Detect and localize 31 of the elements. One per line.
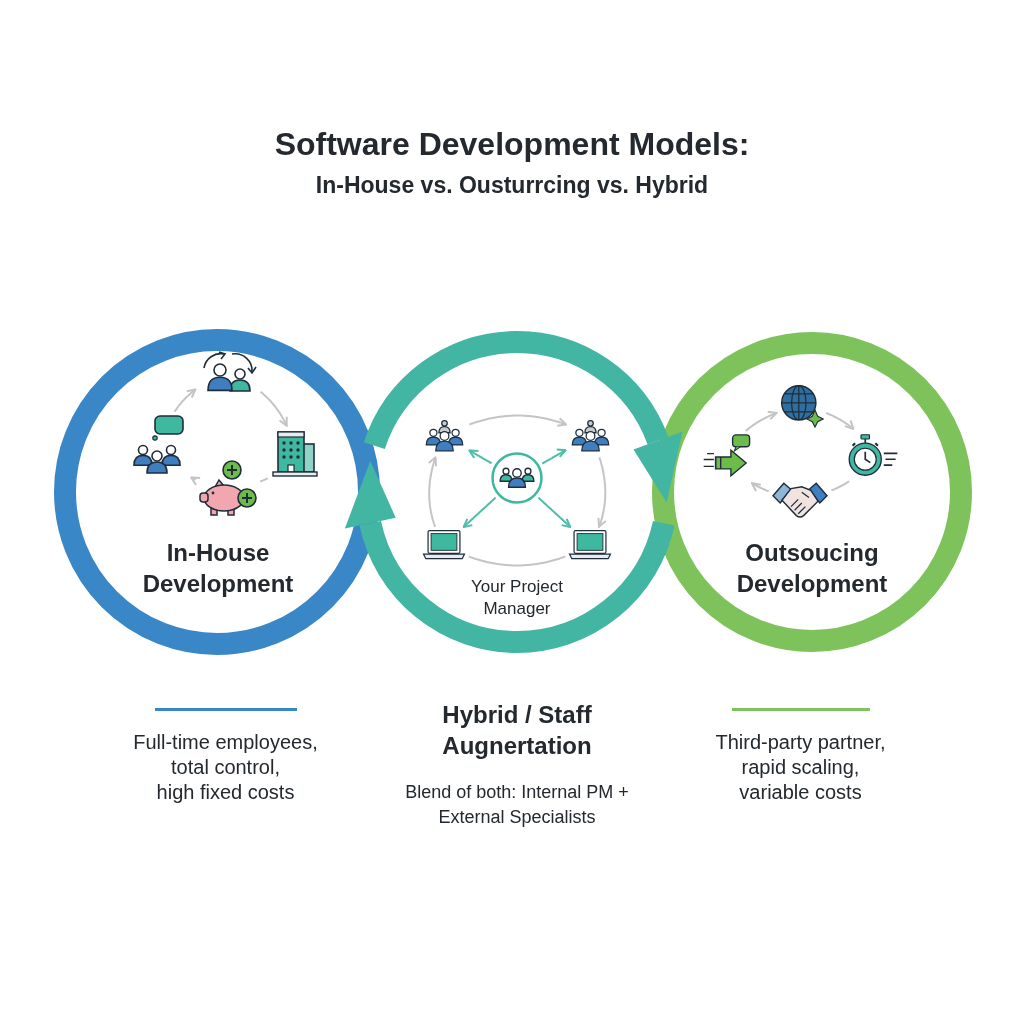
node-label: Your Project Manager (470, 576, 564, 620)
arrow (541, 448, 567, 465)
arrow (468, 449, 493, 465)
title: Software Development Models: (274, 125, 750, 163)
subtitle: In-House vs. Ousturrcing vs. Hybrid (315, 171, 709, 200)
arrow (597, 456, 607, 528)
arrow (751, 482, 770, 493)
connector-line (830, 480, 851, 492)
arrow (468, 414, 567, 427)
connector-line (259, 477, 269, 483)
node-title: Outsoucing Development (736, 538, 888, 599)
laptop-icon (568, 529, 612, 561)
arrow (259, 390, 288, 427)
caption-text: Third-party partner, rapid scaling, variable costs (714, 730, 887, 805)
connector-line (467, 555, 567, 567)
caption-heading: Hybrid / Staff Augnertation (441, 700, 593, 761)
laptop-icon (422, 529, 466, 561)
arrow (190, 476, 202, 486)
caption-text: Full-time employees, total control, high fixed costs (132, 730, 319, 805)
caption-text: Blend of both: Internal PM + External Specialists (404, 781, 630, 829)
office-building-icon (270, 428, 320, 478)
arrow (173, 388, 197, 413)
arrow (825, 412, 855, 430)
arrow (744, 410, 778, 432)
team-circle-icon (490, 451, 544, 505)
arrow (427, 456, 438, 528)
arrow (462, 496, 497, 528)
arrow (537, 496, 572, 528)
node-title: In-House Development (142, 538, 294, 599)
globe-icon (779, 383, 824, 428)
piggy-bank-icon (198, 458, 258, 518)
